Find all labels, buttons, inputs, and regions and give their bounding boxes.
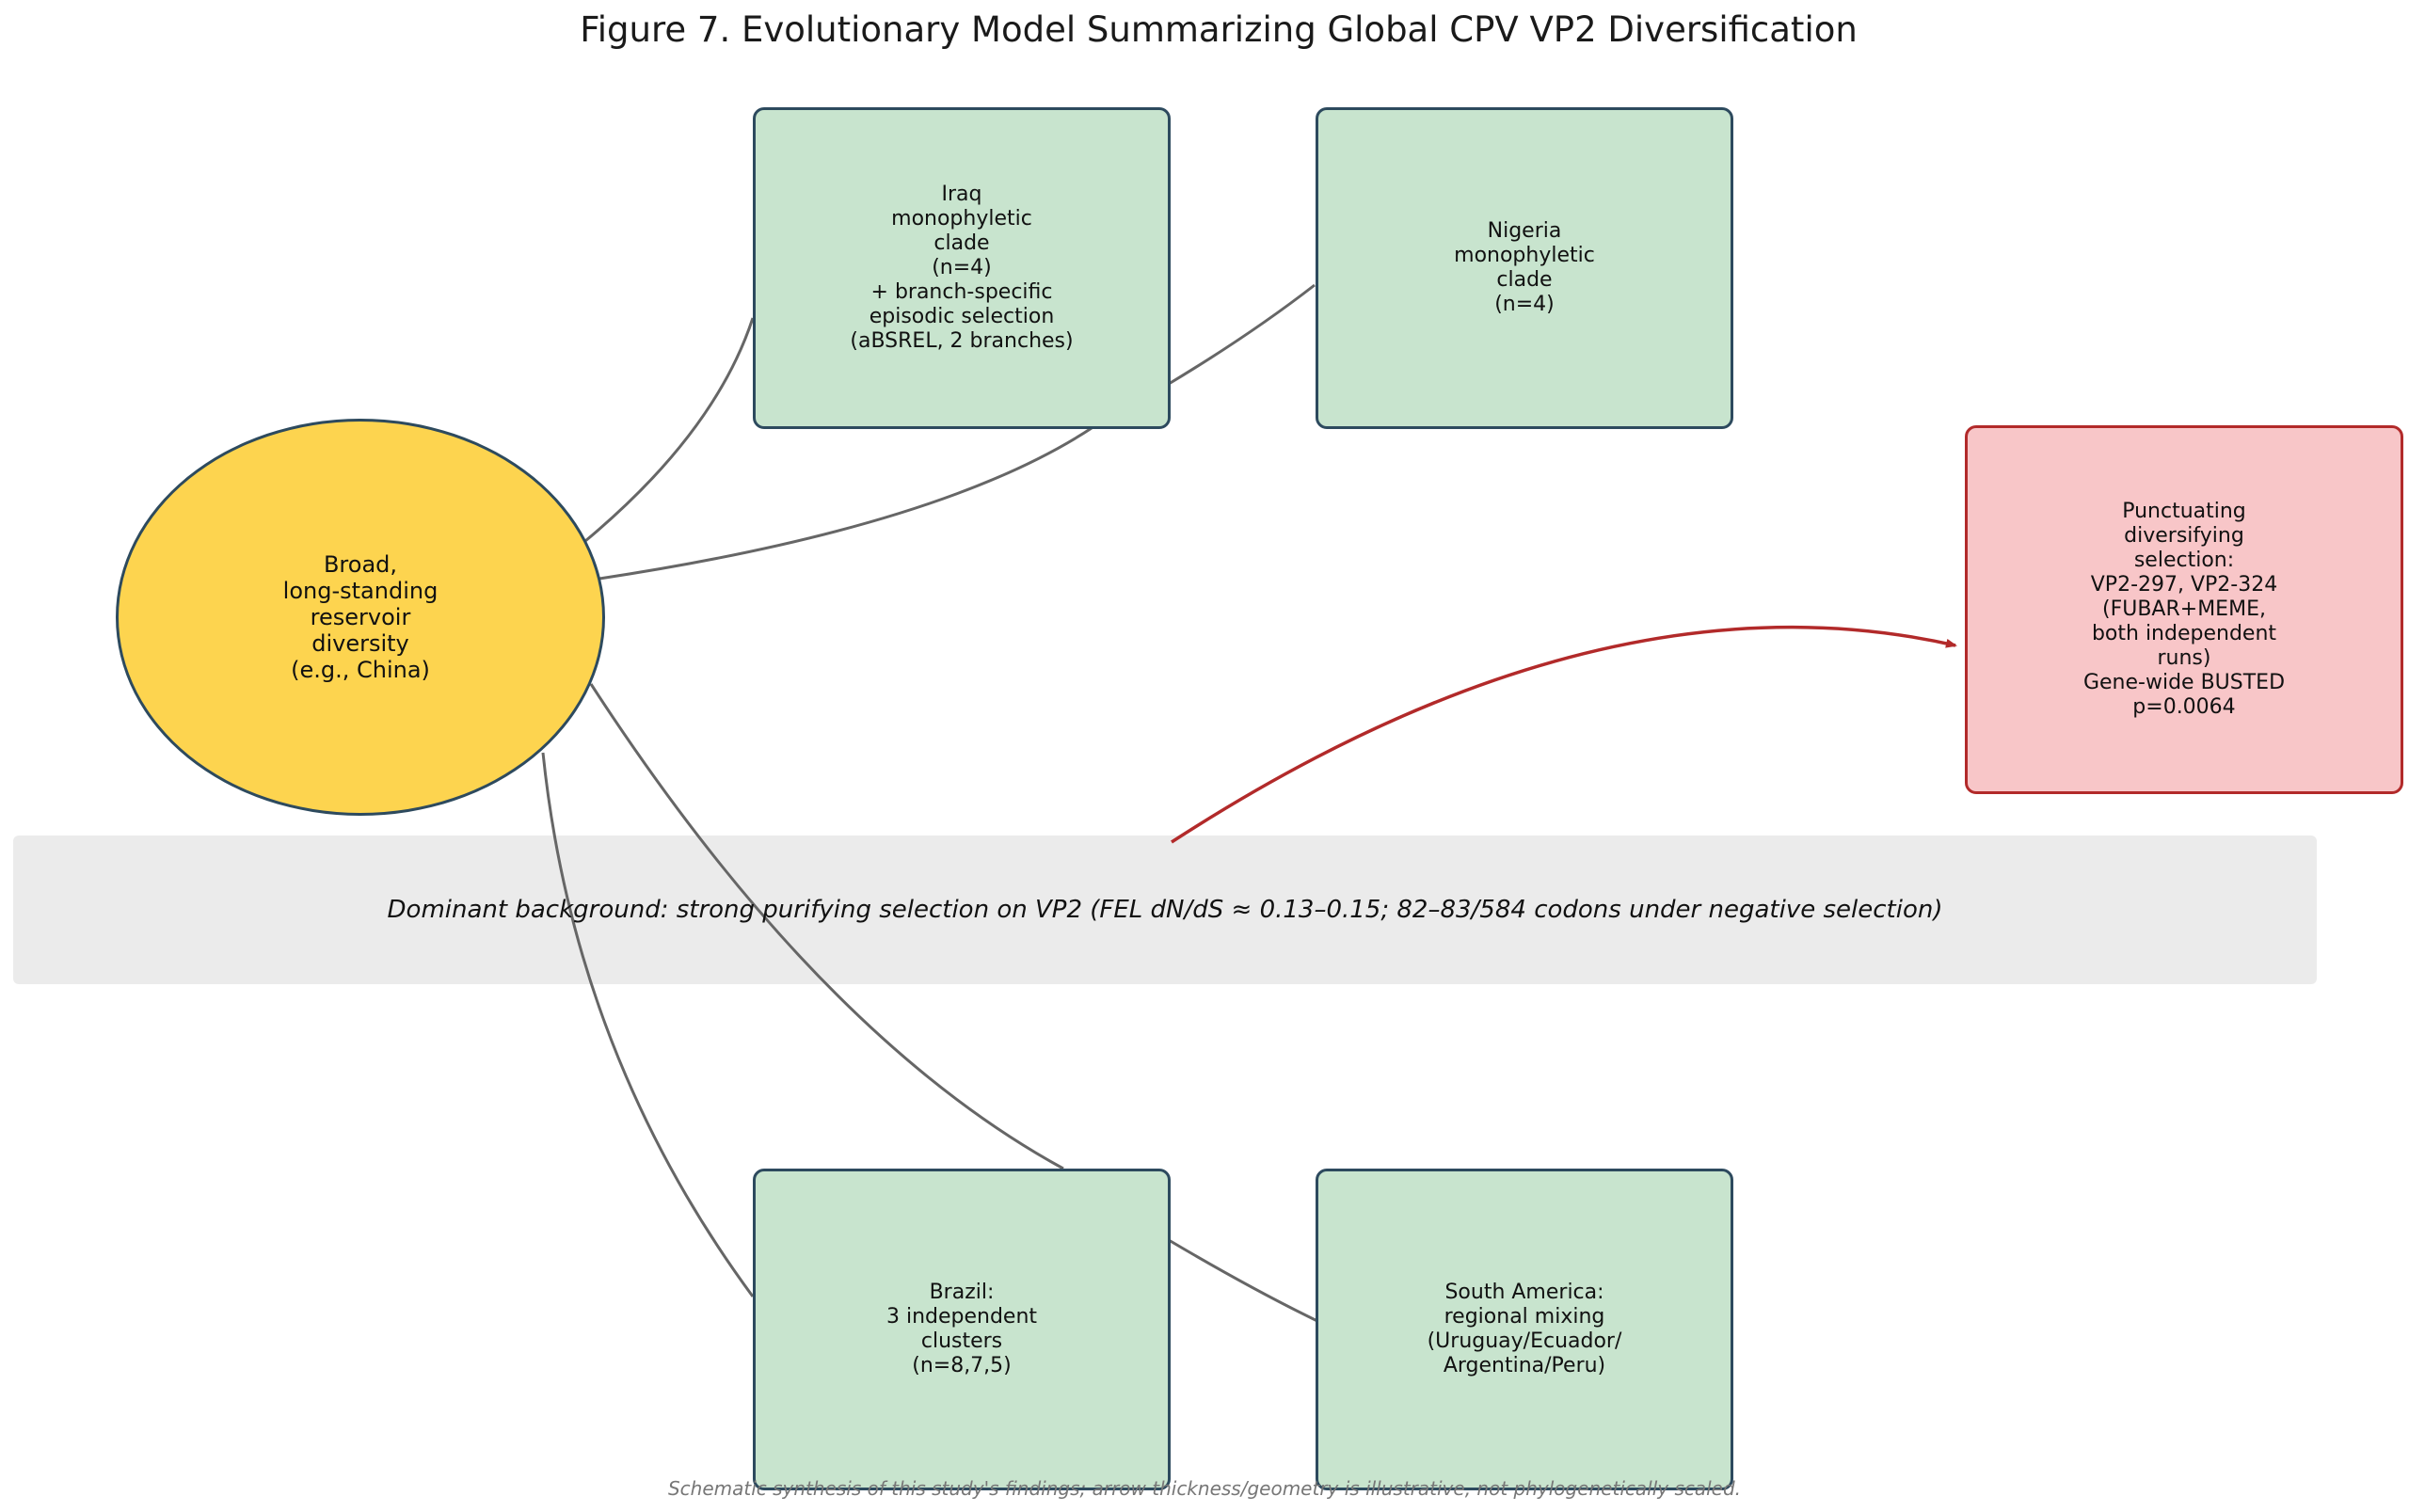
link-reservoir-iraq bbox=[584, 317, 755, 543]
link-reservoir-southamerica bbox=[589, 683, 1064, 1170]
iraq-clade-node: Iraq monophyletic clade (n=4) + branch-s… bbox=[753, 107, 1171, 429]
link-iraq-nigeria bbox=[1168, 283, 1316, 386]
iraq-label: Iraq monophyletic clade (n=4) + branch-s… bbox=[850, 183, 1074, 353]
brazil-label: Brazil: 3 independent clusters (n=8,7,5) bbox=[885, 1281, 1038, 1377]
nigeria-label: Nigeria monophyletic clade (n=4) bbox=[1454, 219, 1595, 316]
nigeria-clade-node: Nigeria monophyletic clade (n=4) bbox=[1316, 107, 1733, 429]
south-america-node: South America: regional mixing (Uruguay/… bbox=[1316, 1169, 1733, 1490]
link-brazil-southamerica bbox=[1168, 1238, 1318, 1323]
diversifying-selection-node: Punctuating diversifying selection: VP2-… bbox=[1965, 425, 2403, 794]
brazil-clusters-node: Brazil: 3 independent clusters (n=8,7,5) bbox=[753, 1169, 1171, 1490]
selection-label: Punctuating diversifying selection: VP2-… bbox=[2082, 500, 2286, 719]
link-reservoir-nigeria bbox=[598, 426, 1093, 581]
selection-arrow bbox=[1171, 625, 1957, 844]
south-america-label: South America: regional mixing (Uruguay/… bbox=[1427, 1281, 1622, 1377]
background-band bbox=[13, 836, 2317, 984]
reservoir-node: Broad, long-standing reservoir diversity… bbox=[116, 419, 605, 816]
link-reservoir-brazil bbox=[541, 752, 755, 1297]
reservoir-label: Broad, long-standing reservoir diversity… bbox=[282, 551, 439, 683]
figure-footnote: Schematic synthesis of this study's find… bbox=[667, 1477, 1742, 1500]
background-band-label: Dominant background: strong purifying se… bbox=[387, 896, 1943, 924]
figure-title: Figure 7. Evolutionary Model Summarizing… bbox=[580, 9, 1858, 50]
